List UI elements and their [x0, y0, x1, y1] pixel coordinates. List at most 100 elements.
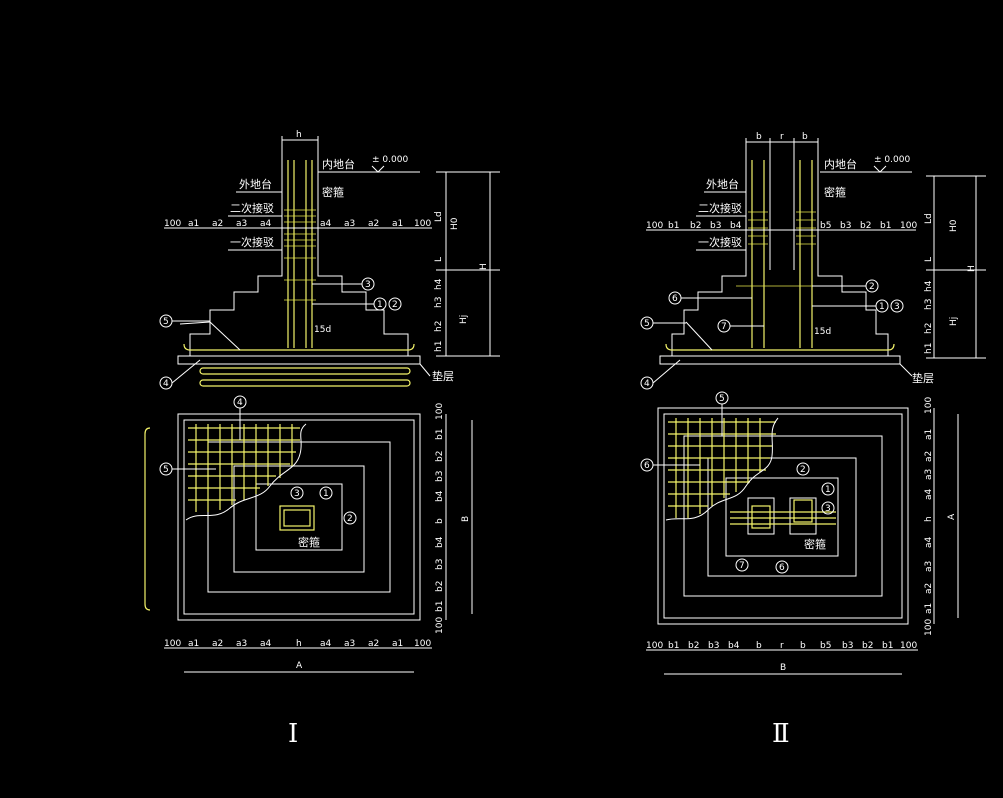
plan-rdim-II-4: a4 — [924, 488, 934, 500]
label-inner-floor-I: 内地台 — [322, 157, 355, 171]
plan-rdim-I-2: b2 — [435, 451, 445, 462]
plan-bdim-II-9: b3 — [842, 641, 853, 651]
plan-rdim-I-5: b — [435, 518, 445, 524]
plan-bdim-II-8: b5 — [820, 641, 831, 651]
dim-row-I-8: a1 — [392, 219, 403, 229]
label-first-lap-II: 一次接驳 — [698, 235, 742, 249]
dim-Hj-II: Hj — [949, 317, 959, 326]
plan-callout-5-I: 5 — [163, 465, 169, 475]
dim-row-II-8: b1 — [880, 221, 891, 231]
plan-rdim-I-3: b3 — [435, 471, 445, 482]
dim-b-left-II: b — [756, 132, 762, 142]
plan-callout-5-II: 5 — [719, 394, 725, 404]
plan-stirrup-I: 密箍 — [298, 535, 320, 549]
plan-bdim-I-5: h — [296, 639, 302, 649]
plan-bdim-I-10: 100 — [414, 639, 431, 649]
plan-rdim-II-9: a1 — [924, 603, 934, 614]
dim-row-II-4: b4 — [730, 221, 742, 231]
plan-A-I: A — [296, 661, 303, 671]
plan-rdim-II-2: a2 — [924, 451, 934, 462]
label-15d-II: 15d — [814, 327, 831, 337]
plan-bdim-I-3: a3 — [236, 639, 247, 649]
dim-row-II-1: b1 — [668, 221, 679, 231]
plan-callout-1-I: 1 — [323, 489, 329, 499]
plan-bdim-II-7: b — [800, 641, 806, 651]
dim-row-II-0: 100 — [646, 221, 663, 231]
level-mark-II: ± 0.000 — [874, 155, 910, 165]
callout-4-I: 4 — [163, 379, 169, 389]
dim-h4-I: h4 — [434, 278, 444, 290]
label-stirrup-II: 密箍 — [824, 185, 846, 199]
label-second-lap-I: 二次接驳 — [230, 201, 274, 215]
plan-bdim-II-1: b1 — [668, 641, 679, 651]
plan-bdim-I-4: a4 — [260, 639, 272, 649]
dim-h3-I: h3 — [434, 297, 444, 308]
dim-H0-I: H0 — [450, 217, 460, 230]
plan-bdim-II-3: b3 — [708, 641, 719, 651]
dim-row-II-5: b5 — [820, 221, 831, 231]
dim-h2-II: h2 — [924, 323, 934, 334]
callout-2-II: 2 — [869, 282, 875, 292]
plan-rdim-II-6: a4 — [924, 536, 934, 548]
plan-view-I: 密箍 4 5 3 1 2 — [144, 395, 473, 673]
plan-rdim-I-0: 100 — [435, 403, 445, 420]
dim-Hj-I: Hj — [459, 315, 469, 324]
dim-row-II-7: b2 — [860, 221, 871, 231]
dim-L-I: L — [434, 257, 444, 262]
plan-B-II: B — [780, 663, 786, 673]
plan-bdim-II-11: b1 — [882, 641, 893, 651]
label-15d-I: 15d — [314, 325, 331, 335]
callout-7-II: 7 — [721, 322, 727, 332]
dim-H-II: H — [967, 265, 977, 272]
plan-rdim-I-9: b1 — [435, 601, 445, 612]
callout-5-I: 5 — [163, 317, 169, 327]
plan-A-II: A — [947, 513, 957, 520]
label-second-lap-II: 二次接驳 — [698, 201, 742, 215]
plan-bdim-II-0: 100 — [646, 641, 663, 651]
callout-4-II: 4 — [644, 379, 650, 389]
dim-row-I-7: a2 — [368, 219, 379, 229]
dim-h3-II: h3 — [924, 299, 934, 310]
plan-bdim-I-2: a2 — [212, 639, 223, 649]
dim-row-II-6: b3 — [840, 221, 851, 231]
dim-r-II: r — [780, 132, 784, 142]
plan-rdim-II-1: a1 — [924, 429, 934, 440]
dim-row-I-5: a4 — [320, 219, 332, 229]
plan-rdim-I-10: 100 — [435, 617, 445, 634]
dim-row-I-4: a4 — [260, 219, 272, 229]
plan-rdim-II-7: a3 — [924, 561, 934, 572]
dim-h2-I: h2 — [434, 321, 444, 332]
callout-6-II: 6 — [672, 294, 678, 304]
dim-h-top: h — [296, 130, 302, 140]
dim-h1-I: h1 — [434, 341, 444, 352]
plan-bdim-I-9: a1 — [392, 639, 403, 649]
plan-bdim-I-0: 100 — [164, 639, 181, 649]
dim-row-I-3: a3 — [236, 219, 247, 229]
plan-callout-6b-II: 6 — [779, 563, 785, 573]
plan-callout-2-II: 2 — [800, 465, 806, 475]
section-view-I: h — [159, 130, 500, 390]
dim-b-right-II: b — [802, 132, 808, 142]
dim-Ld-I: Ld — [434, 211, 444, 222]
plan-bdim-I-7: a3 — [344, 639, 355, 649]
plan-rdim-II-8: a2 — [924, 583, 934, 594]
plan-bdim-I-6: a4 — [320, 639, 332, 649]
plan-bdim-II-12: 100 — [900, 641, 917, 651]
plan-rdim-II-10: 100 — [924, 619, 934, 636]
plan-rdim-II-3: a3 — [924, 469, 934, 480]
label-cushion-I: 垫层 — [432, 369, 454, 383]
dim-row-I-9: 100 — [414, 219, 431, 229]
section-view-II: b r b 垫层 外地台 二次接驳 一次接驳 — [640, 132, 986, 390]
plan-view-II: 密箍 5 6 2 1 3 7 6 — [640, 391, 959, 675]
callout-1-II: 1 — [879, 302, 885, 312]
dim-row-II-3: b3 — [710, 221, 721, 231]
callout-3-II: 3 — [894, 302, 900, 312]
callout-1-I: 1 — [377, 300, 383, 310]
label-cushion-II: 垫层 — [912, 371, 934, 385]
label-outer-floor-I: 外地台 — [239, 177, 272, 191]
plan-stirrup-II: 密箍 — [804, 537, 826, 551]
plan-bdim-II-6: r — [780, 641, 784, 651]
plan-rdim-I-6: b4 — [435, 536, 445, 548]
level-mark-I: ± 0.000 — [372, 155, 408, 165]
